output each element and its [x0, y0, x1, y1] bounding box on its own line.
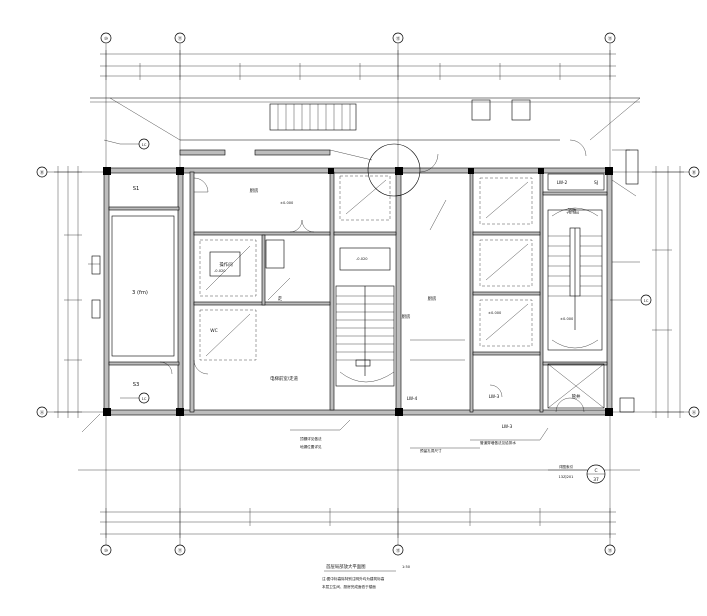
room-label-lw4: LW-4 — [407, 396, 418, 402]
slope-lines — [205, 179, 529, 357]
svg-text:⑪: ⑪ — [178, 547, 183, 554]
axis-bubble-bottom-11: ⑪ — [174, 544, 186, 556]
axis-bubbles: ⑩ ⑪ ⑫ ⑬ ⑩ ⑪ ⑫ ⑬ Ⓑ Ⓐ Ⓑ Ⓐ — [36, 32, 700, 556]
svg-text:1C: 1C — [142, 397, 147, 401]
note-3: 预留孔洞尺寸 — [420, 448, 442, 453]
detail-tag-left-bottom: 1C — [138, 392, 150, 404]
drawing-note-1: 注:图中标高除特别注明外均为建筑标高 — [322, 576, 385, 581]
svg-text:⑩: ⑩ — [104, 548, 108, 554]
axis-bubble-top-12: ⑫ — [392, 32, 404, 44]
svg-text:⑪: ⑪ — [178, 35, 183, 42]
detail-callout-circle — [329, 143, 421, 197]
svg-text:1C: 1C — [644, 299, 649, 303]
room-label-3: 3 (fm) — [132, 290, 148, 296]
note-2: 地漏位置详见 — [300, 444, 322, 449]
note-4: 管道穿墙做法见给排水 — [480, 440, 516, 445]
svg-text:详图索引: 详图索引 — [559, 464, 574, 469]
svg-text:⑫: ⑫ — [396, 547, 401, 554]
doors — [159, 139, 587, 413]
drawing-title: 首层局部放大平面图 — [326, 563, 366, 570]
room-label-shaft: 管井 — [572, 393, 581, 400]
level-mark-1: ±0.000 — [280, 201, 294, 205]
room-labels: S1 3 (fm) S3 WC 厨房 走 厨房 操作间 厨房 电梯前室/走道 L… — [132, 180, 598, 430]
level-mark-3: -0.020 — [356, 257, 368, 261]
axis-bubble-bottom-12: ⑫ — [392, 544, 404, 556]
axis-bubble-left-b: Ⓑ — [36, 166, 48, 178]
fixtures — [111, 173, 605, 409]
detail-index-bubble: C 37 详图索引 13ZJ201 — [548, 464, 606, 484]
dimension-lines-top — [100, 50, 616, 80]
dimension-lines-sides — [54, 166, 684, 418]
right-stair — [547, 207, 603, 351]
level-mark-4: -0.020 — [214, 269, 226, 273]
axis-bubble-left-a: Ⓐ — [36, 406, 48, 418]
leader-lines — [81, 139, 640, 449]
axis-bubble-bottom-10: ⑩ — [100, 544, 112, 556]
axis-bubble-right-a: Ⓐ — [688, 406, 700, 418]
canopy-outline — [90, 97, 641, 141]
detail-tags: 1C 1C 1C C 37 详图索引 13ZJ201 — [138, 138, 652, 484]
main-stair — [335, 285, 395, 387]
axis-bubble-bottom-13: ⑬ — [604, 544, 616, 556]
axis-bubble-top-11: ⑪ — [174, 32, 186, 44]
axis-bubble-top-10: ⑩ — [100, 32, 112, 44]
room-label-s3: S3 — [133, 382, 140, 388]
drawing-note-2: 本层卫生间、厨房完成面低于楼面 — [322, 584, 376, 589]
bottom-notes: 顶棚详见做法 地漏位置详见 预留孔洞尺寸 管道穿墙做法见给排水 — [300, 436, 516, 453]
exterior-walls — [103, 167, 613, 416]
room-label-kitchen-c: 厨房 — [402, 313, 411, 320]
room-label-lobby: 电梯前室/走道 — [270, 375, 298, 382]
svg-text:Ⓑ: Ⓑ — [692, 169, 697, 176]
note-1: 顶棚详见做法 — [300, 436, 322, 441]
room-label-lw3-b: LW-3 — [502, 424, 513, 430]
columns — [103, 167, 613, 416]
upper-stair — [269, 99, 531, 131]
room-label-lw3-a: LW-3 — [489, 394, 500, 400]
room-label-lw2: LW-2 — [557, 180, 568, 186]
room-label-corridor: 走 — [278, 296, 283, 302]
axis-bubble-top-13: ⑬ — [604, 32, 616, 44]
svg-text:⑬: ⑬ — [608, 547, 613, 554]
level-mark-6: ±0.000 — [488, 311, 502, 315]
svg-text:1C: 1C — [142, 143, 147, 147]
room-label-s1: S1 — [133, 186, 140, 192]
room-label-kitchen-a: 厨房 — [250, 187, 259, 194]
detail-tag-right-mid: 1C — [640, 294, 652, 306]
svg-text:37: 37 — [593, 477, 599, 483]
svg-text:Ⓐ: Ⓐ — [692, 409, 697, 416]
svg-text:13ZJ201: 13ZJ201 — [559, 475, 574, 479]
axis-bubble-right-b: Ⓑ — [688, 166, 700, 178]
interior-walls — [108, 149, 608, 413]
svg-text:C: C — [594, 468, 597, 474]
svg-text:⑩: ⑩ — [104, 36, 108, 42]
svg-text:Ⓑ: Ⓑ — [40, 169, 45, 176]
level-mark-5: +0.300 — [566, 211, 580, 215]
room-label-kitchen-b: 厨房 — [428, 295, 437, 302]
drawing-scale: 1:50 — [402, 565, 411, 569]
room-label-wc: WC — [210, 328, 217, 334]
level-marks: ±0.000 ±0.000 -0.020 -0.020 +0.300 ±0.00… — [214, 201, 580, 321]
svg-text:⑫: ⑫ — [396, 35, 401, 42]
level-mark-2: ±0.000 — [560, 317, 574, 321]
title-block: 首层局部放大平面图 1:50 注:图中标高除特别注明外均为建筑标高 本层卫生间、… — [322, 563, 411, 589]
svg-text:Ⓐ: Ⓐ — [40, 409, 45, 416]
room-label-prep: 操作间 — [219, 261, 232, 268]
room-label-fire: 消防 — [568, 207, 577, 214]
room-label-sj: SJ — [594, 180, 598, 186]
svg-text:⑬: ⑬ — [608, 35, 613, 42]
detail-tag-left-top: 1C — [138, 138, 150, 150]
dimension-lines-bottom — [78, 469, 640, 538]
